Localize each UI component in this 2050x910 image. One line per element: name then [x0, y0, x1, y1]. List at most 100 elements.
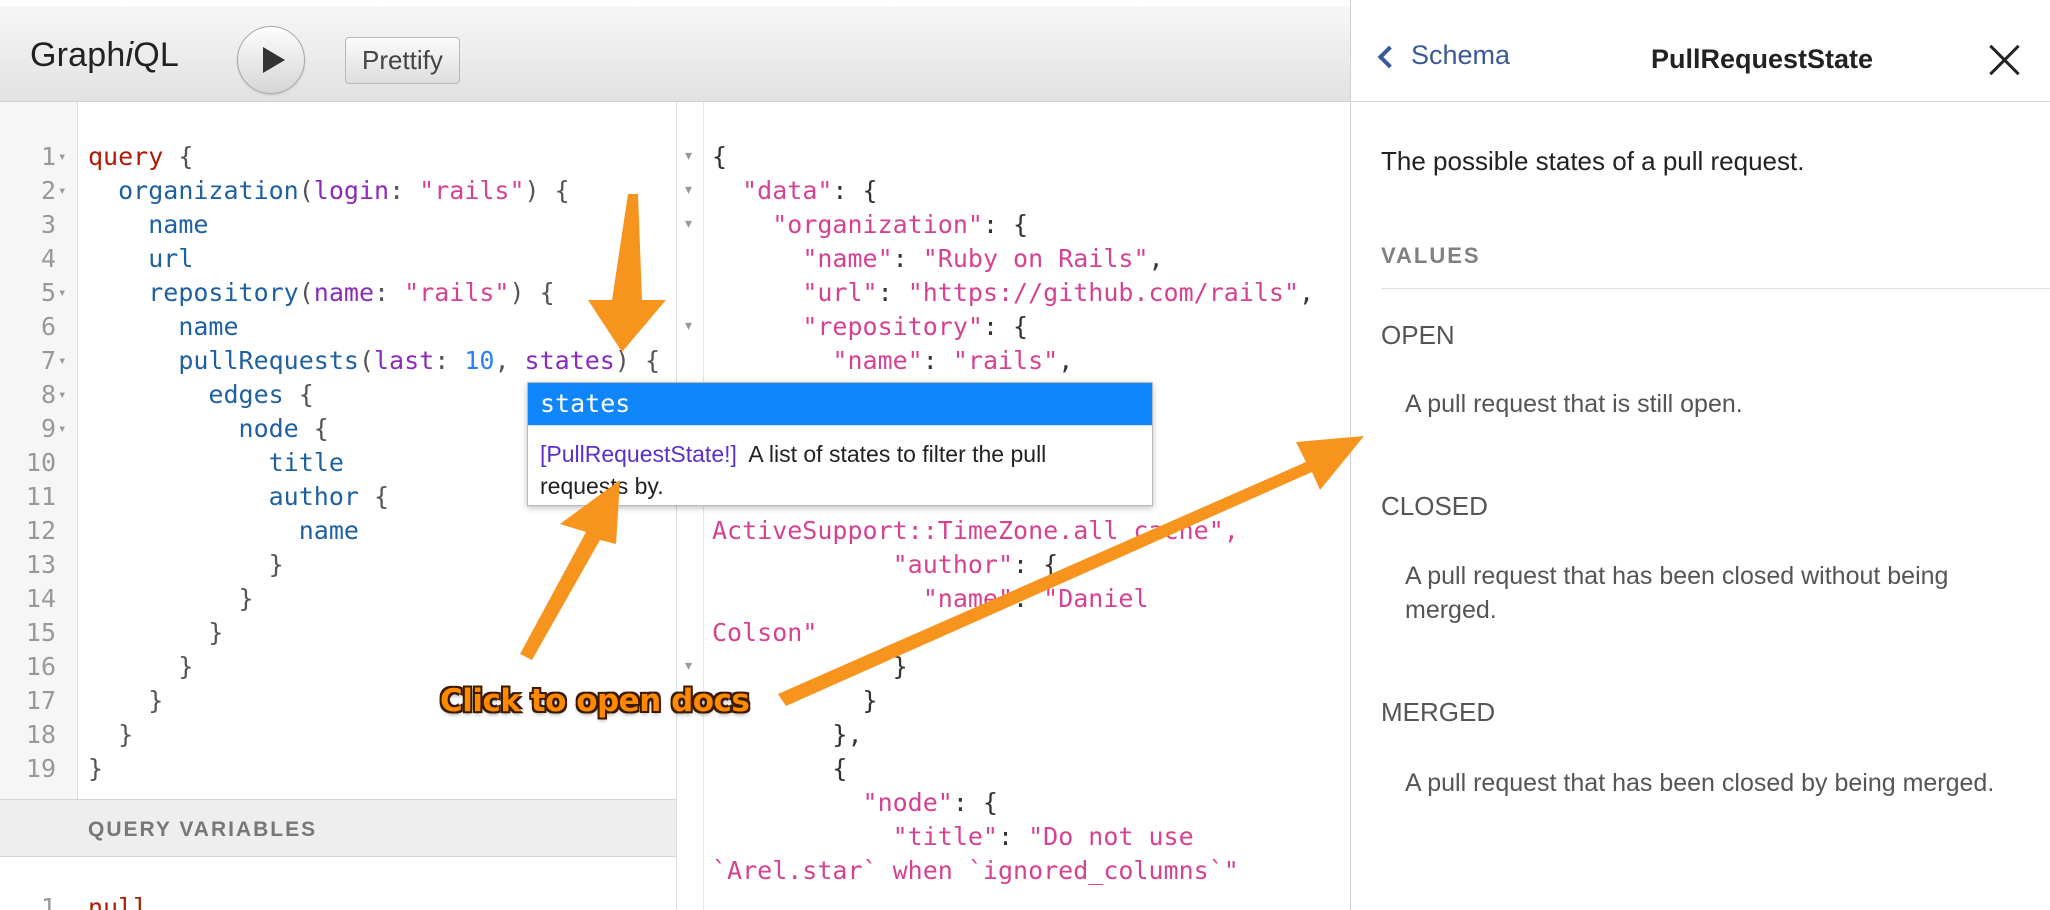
line-number: 17 [25, 686, 56, 715]
type-description: The possible states of a pull request. [1381, 146, 1805, 176]
line-number: 9▾ [0, 412, 676, 446]
code-line: } [118, 720, 134, 749]
fold-toggle-icon[interactable]: ▾ [685, 182, 693, 198]
result-line: "data": { [742, 176, 878, 205]
editor-result-divider[interactable]: ▾ ▾ ▾ ▾ ▾ ▾ [676, 102, 704, 910]
enum-value-description: A pull request that has been closed with… [1405, 562, 1949, 624]
fold-toggle-icon[interactable]: ▾ [58, 353, 67, 369]
annotation-callout: Click to open docs [440, 683, 750, 719]
fold-toggle-icon[interactable]: ▾ [685, 658, 693, 674]
result-line: "name": "Daniel [922, 584, 1149, 613]
result-line: "author": { [892, 550, 1059, 579]
result-line: "node": { [862, 788, 998, 817]
result-line: ActiveSupport::TimeZone.all cache", [712, 516, 1239, 545]
fold-toggle-icon[interactable]: ▾ [685, 148, 693, 164]
query-variables-header[interactable]: QUERY VARIABLES [0, 799, 676, 857]
autocomplete-info: [PullRequestState!] A list of states to … [528, 425, 1152, 514]
states-argument[interactable]: states [524, 346, 615, 375]
code-line: } [148, 686, 164, 715]
schema-back-link[interactable]: Schema [1377, 40, 1511, 71]
code-line: name [178, 312, 239, 341]
code-line: pullRequests(last: 10, states) { [178, 346, 661, 375]
code-line: } [268, 550, 284, 579]
enum-value-description: A pull request that is still open. [1405, 390, 1743, 418]
logo-text-prefix: Graph [30, 36, 126, 74]
play-icon [263, 47, 285, 73]
fold-toggle-icon[interactable]: ▾ [58, 421, 67, 437]
fold-toggle-icon[interactable]: ▾ [58, 285, 67, 301]
result-line: "name": "Ruby on Rails", [802, 244, 1164, 273]
code-line: name [148, 210, 209, 239]
line-number: 16 [25, 652, 56, 681]
doc-explorer-header: Schema PullRequestState [1351, 0, 2050, 102]
code-line: } [178, 652, 194, 681]
autocomplete-selected-item[interactable]: states [528, 383, 1152, 425]
section-divider [1381, 288, 2050, 289]
line-number-gutter [0, 102, 78, 799]
code-line: node { [238, 414, 329, 443]
line-number: 13 [25, 550, 56, 579]
back-label: Schema [1411, 40, 1511, 70]
line-number: 14 [25, 584, 56, 613]
result-line: "url": "https://github.com/rails", [802, 278, 1315, 307]
code-line: title [268, 448, 344, 477]
code-line: organization(login: "rails") { [118, 176, 570, 205]
close-icon[interactable] [1989, 44, 2021, 76]
result-line: { [712, 142, 728, 171]
doc-explorer-title: PullRequestState [1651, 44, 1874, 74]
values-section-title: VALUES [1381, 243, 1481, 268]
fold-toggle-icon[interactable]: ▾ [58, 183, 67, 199]
code-line: author { [268, 482, 390, 511]
autocomplete-popup: states [PullRequestState!] A list of sta… [527, 382, 1153, 506]
line-number: 7▾ [0, 344, 676, 378]
code-line: url [148, 244, 194, 273]
result-line: "repository": { [802, 312, 1029, 341]
enum-value-description: A pull request that has been closed by b… [1405, 769, 1995, 797]
enum-value-name: CLOSED [1381, 491, 1488, 521]
autocomplete-type-link[interactable]: [PullRequestState!] [540, 441, 737, 467]
code-line: } [88, 754, 104, 783]
result-line: "title": "Do not use [892, 822, 1194, 851]
logo-text-suffix: QL [133, 36, 180, 74]
enum-value-name: OPEN [1381, 320, 1455, 350]
code-line: } [208, 618, 224, 647]
code-line: query { [88, 142, 194, 171]
line-number: 15 [25, 618, 56, 647]
prettify-button[interactable]: Prettify [345, 37, 460, 84]
line-number: 2▾ [0, 174, 676, 208]
code-line: name [298, 516, 359, 545]
line-number: 4 [40, 244, 56, 273]
fold-toggle-icon[interactable]: ▾ [685, 692, 693, 708]
fold-toggle-icon[interactable]: ▾ [58, 149, 67, 165]
result-line: "name": "rails", [832, 346, 1074, 375]
line-number: 18 [25, 720, 56, 749]
result-line: Colson" [712, 618, 818, 647]
result-line: }, [712, 720, 863, 749]
line-number: 1▾ [0, 140, 676, 174]
chevron-left-icon [1377, 45, 1401, 68]
line-number: 3 [40, 210, 56, 239]
line-number: 8▾ [0, 378, 676, 412]
execute-query-button[interactable] [237, 26, 305, 94]
result-line: "organization": { [772, 210, 1029, 239]
code-line: edges { [208, 380, 314, 409]
line-number: 19 [25, 754, 56, 783]
result-line: } [712, 652, 908, 681]
result-line: `Arel.star` when `ignored_columns`" [712, 856, 1239, 885]
fold-toggle-icon[interactable]: ▾ [685, 216, 693, 232]
graphiql-logo: GraphiQL [30, 36, 179, 75]
line-number: 10 [25, 448, 56, 477]
doc-explorer: Schema PullRequestState The possible sta… [1350, 0, 2050, 910]
result-line: { [712, 754, 848, 783]
query-variables-title: QUERY VARIABLES [88, 818, 318, 841]
enum-value-name: MERGED [1381, 697, 1496, 727]
fold-toggle-icon[interactable]: ▾ [58, 387, 67, 403]
fold-toggle-icon[interactable]: ▾ [685, 318, 693, 334]
line-number: 6 [40, 312, 56, 341]
code-line: repository(name: "rails") { [148, 278, 555, 307]
code-line: } [238, 584, 254, 613]
